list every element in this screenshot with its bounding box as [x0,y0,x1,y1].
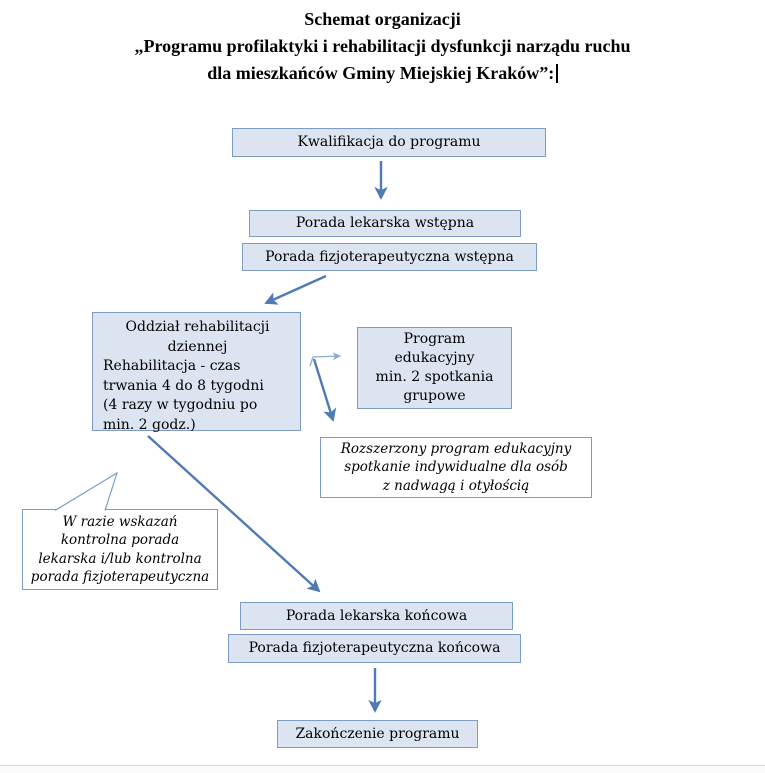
node-zakonczenie-programu: Zakończenie programu [277,720,478,748]
arrow-thin-oddzial-to-program [309,352,342,367]
node-label: Program edukacyjny min. 2 spotkania grup… [375,331,494,404]
node-porada-fizjoterapeutyczna-wstepna: Porada fizjoterapeutyczna wstępna [242,243,537,271]
arrow-diagonal-wstepna-to-oddzial [264,274,327,305]
node-label: Rozszerzony program edukacyjny spotkanie… [340,440,572,494]
arrow-diagonal-oddzial-to-rozszerzony [312,358,337,422]
title-line-1: Schemat organizacji [304,9,461,29]
node-porada-fizjoterapeutyczna-koncowa: Porada fizjoterapeutyczna końcowa [228,634,521,663]
node-porada-lekarska-wstepna: Porada lekarska wstępna [249,210,521,237]
node-kwalifikacja-do-programu: Kwalifikacja do programu [232,128,546,157]
node-program-edukacyjny: Program edukacyjny min. 2 spotkania grup… [357,327,512,409]
page-bottom-divider [0,765,765,773]
node-label: Zakończenie programu [295,725,460,742]
callout-w-razie-wskazan: W razie wskazań kontrolna porada lekarsk… [22,509,218,590]
node-label: Porada lekarska końcowa [285,607,468,624]
page-title: Schemat organizacji „Programu profilakty… [0,6,765,87]
callout-pointer-outline [54,471,119,512]
node-label-title: Oddział rehabilitacji dziennej [125,319,270,355]
node-porada-lekarska-koncowa: Porada lekarska końcowa [240,602,513,630]
text-caret [556,64,558,83]
node-label-body: Rehabilitacja - czas trwania 4 do 8 tygo… [103,358,264,433]
node-rozszerzony-program-edukacyjny: Rozszerzony program edukacyjny spotkanie… [320,437,592,498]
callout-label: W razie wskazań kontrolna porada lekarsk… [30,513,210,586]
title-line-3: dla mieszkańców Gminy Miejskiej Kraków”: [0,60,765,87]
node-label: Kwalifikacja do programu [297,134,481,150]
callout-pointer [55,473,117,511]
title-line-2: „Programu profilaktyki i rehabilitacji d… [134,36,631,56]
node-oddzial-rehabilitacji-dziennej: Oddział rehabilitacji dziennej Rehabilit… [92,312,301,433]
node-label: Porada fizjoterapeutyczna wstępna [265,248,514,265]
node-label: Porada lekarska wstępna [295,215,475,231]
node-label: Porada fizjoterapeutyczna końcowa [248,640,501,656]
